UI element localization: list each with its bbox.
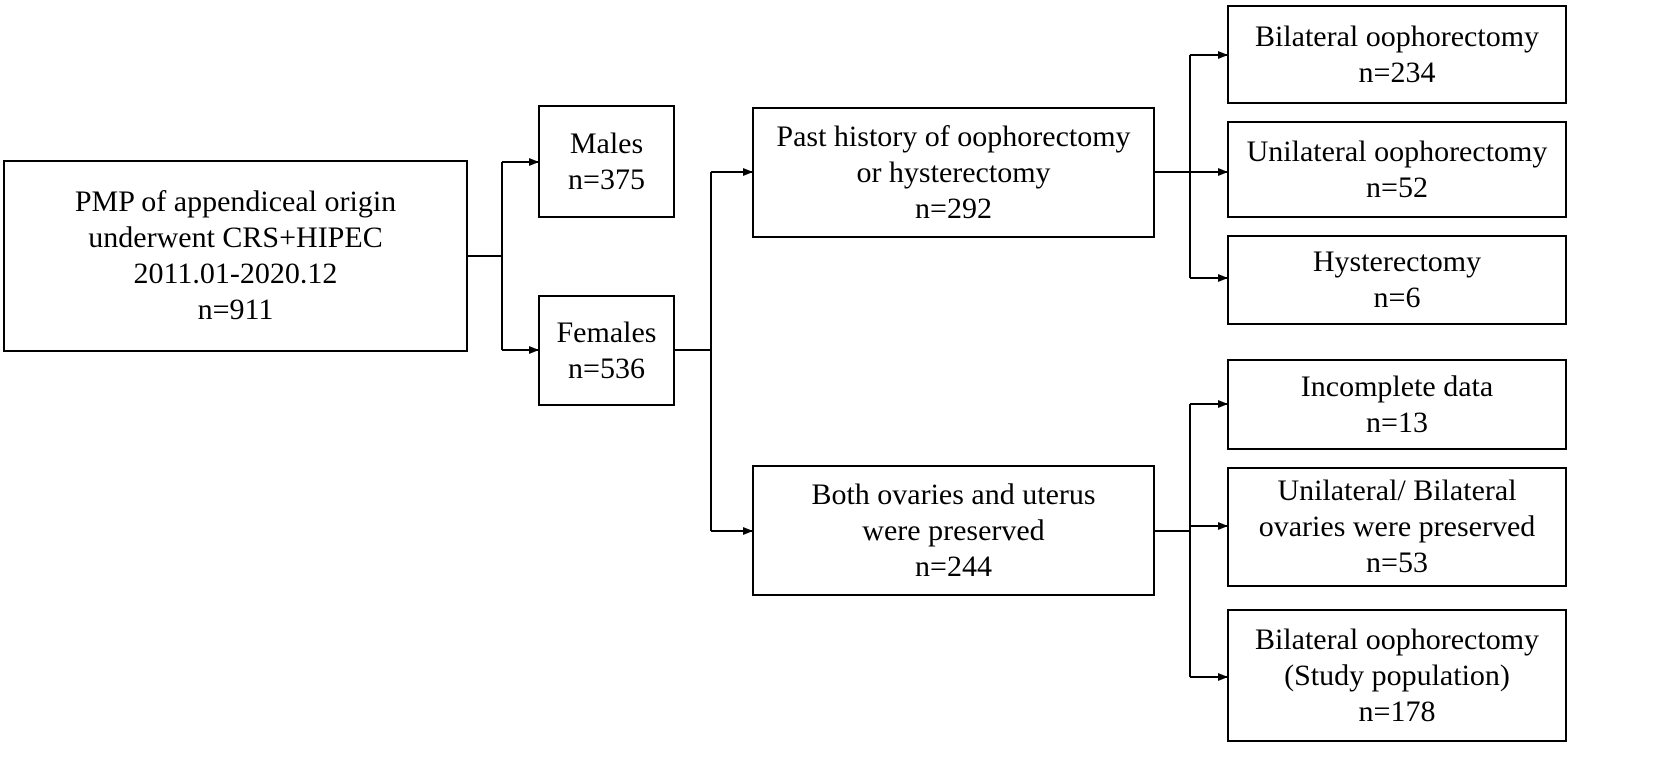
incomplete-data-count: n=13 (1366, 405, 1428, 439)
study-population-count: n=178 (1358, 694, 1436, 728)
males-label: Males (569, 126, 644, 160)
ovaries-preserved-line-1: Unilateral/ Bilateral (1277, 474, 1517, 507)
hysterectomy-count: n=6 (1373, 281, 1421, 314)
root-line-1: PMP of appendiceal origin (74, 185, 397, 218)
bilateral-oophorectomy-count: n=234 (1358, 55, 1436, 89)
ovaries-preserved-line-2: ovaries were preserved (1258, 510, 1536, 543)
preserved-box: Both ovaries and uterus were preserved n… (752, 465, 1155, 596)
ovaries-preserved-box: Unilateral/ Bilateral ovaries were prese… (1227, 467, 1567, 587)
bilateral-oophorectomy-label: Bilateral oophorectomy (1254, 19, 1540, 53)
hysterectomy-label: Hysterectomy (1312, 245, 1482, 278)
past-history-line-2: or hysterectomy (856, 155, 1051, 189)
root-count: n=911 (197, 293, 274, 326)
females-label: Females (556, 315, 657, 349)
females-count: n=536 (568, 351, 645, 385)
preserved-count: n=244 (915, 549, 992, 583)
study-population-line-2: (Study population) (1284, 658, 1510, 692)
unilateral-oophorectomy-count: n=52 (1366, 170, 1428, 204)
incomplete-data-label: Incomplete data (1300, 369, 1494, 403)
unilateral-oophorectomy-box: Unilateral oophorectomy n=52 (1227, 121, 1567, 218)
females-box: Females n=536 (538, 295, 675, 406)
unilateral-oophorectomy-label: Unilateral oophorectomy (1246, 134, 1548, 168)
males-box: Males n=375 (538, 105, 675, 218)
past-history-box: Past history of oophorectomy or hysterec… (752, 107, 1155, 238)
root-line-3: 2011.01-2020.12 (133, 257, 338, 290)
root-line-2: underwent CRS+HIPEC (88, 221, 383, 254)
incomplete-data-box: Incomplete data n=13 (1227, 359, 1567, 450)
root-box: PMP of appendiceal origin underwent CRS+… (3, 160, 468, 352)
past-history-line-1: Past history of oophorectomy (776, 119, 1131, 153)
preserved-line-1: Both ovaries and uterus (811, 477, 1096, 511)
hysterectomy-box: Hysterectomy n=6 (1227, 235, 1567, 325)
males-count: n=375 (568, 162, 645, 196)
ovaries-preserved-count: n=53 (1366, 546, 1428, 579)
study-population-line-1: Bilateral oophorectomy (1254, 622, 1540, 656)
past-history-count: n=292 (915, 191, 992, 225)
preserved-line-2: were preserved (862, 513, 1045, 547)
study-population-box: Bilateral oophorectomy (Study population… (1227, 609, 1567, 742)
bilateral-oophorectomy-box: Bilateral oophorectomy n=234 (1227, 5, 1567, 104)
